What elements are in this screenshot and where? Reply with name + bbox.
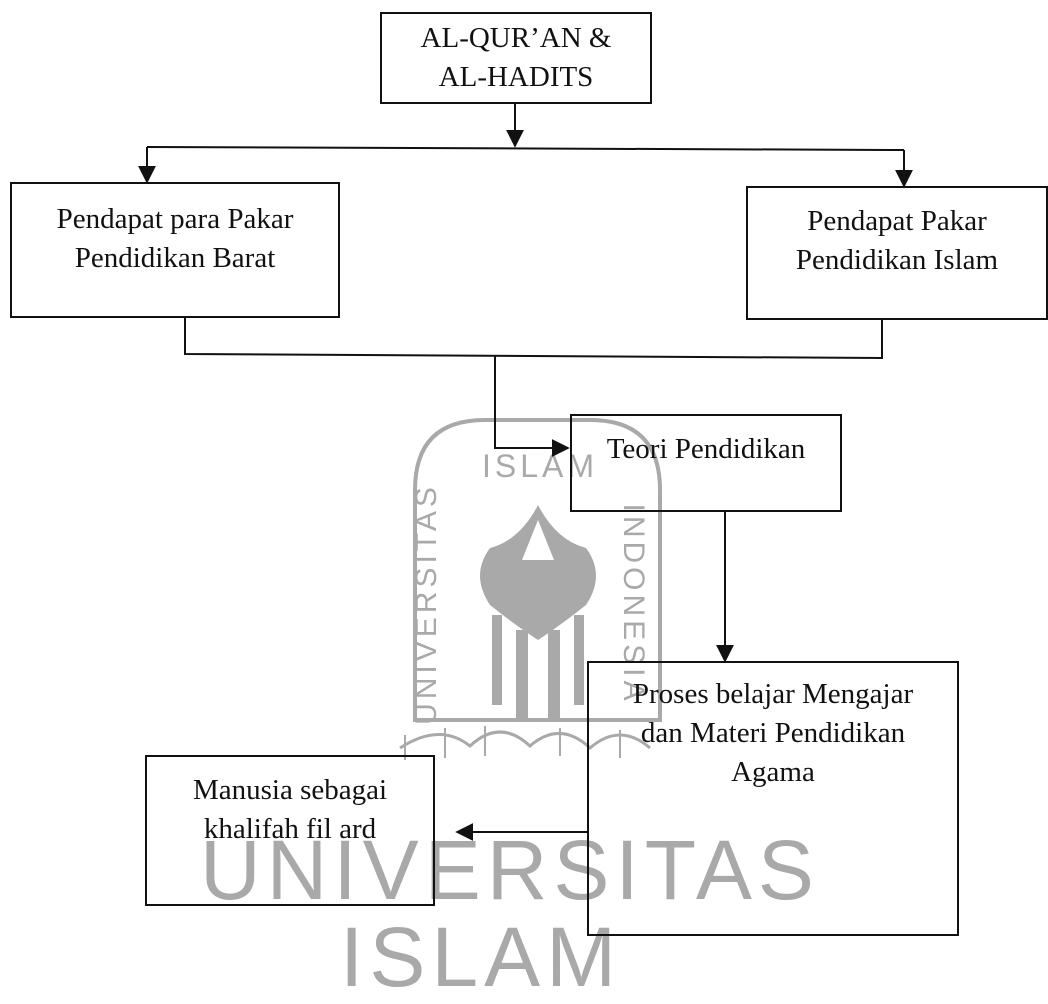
node-education-theory-label: Teori Pendidikan [606,433,806,465]
connector-merge [184,318,883,360]
watermark-seal-top: ISLAM [482,448,599,484]
watermark-big-line1: UNIVERSITAS [200,823,820,917]
node-human-khalifah-label: Manusia sebagai khalifah fil ard [192,774,388,845]
node-islamic-experts: Pendapat Pakar Pendidikan Islam [746,186,1048,320]
connectors [138,104,913,841]
node-western-experts: Pendapat para Pakar Pendidikan Barat [10,182,340,318]
node-learning-process-label: Proses belajar Mengajar dan Materi Pendi… [632,678,914,788]
node-alquran-alhadits-label: AL-QUR’AN & AL-HADITS [420,22,612,93]
node-human-khalifah: Manusia sebagai khalifah fil ard [145,755,435,906]
node-learning-process: Proses belajar Mengajar dan Materi Pendi… [587,661,959,936]
emblem-pillar-icon [516,630,528,720]
node-alquran-alhadits: AL-QUR’AN & AL-HADITS [380,12,652,104]
arrow-to-theory [494,356,570,457]
node-western-experts-label: Pendapat para Pakar Pendidikan Barat [56,203,294,274]
watermark-seal [399,418,662,760]
seal-frame [413,418,662,722]
connector-split-bar [146,146,905,151]
node-islamic-experts-label: Pendapat Pakar Pendidikan Islam [795,205,999,276]
calligraphy-icon [399,730,651,751]
node-education-theory: Teori Pendidikan [570,414,842,512]
emblem-leaf-icon [480,505,596,640]
